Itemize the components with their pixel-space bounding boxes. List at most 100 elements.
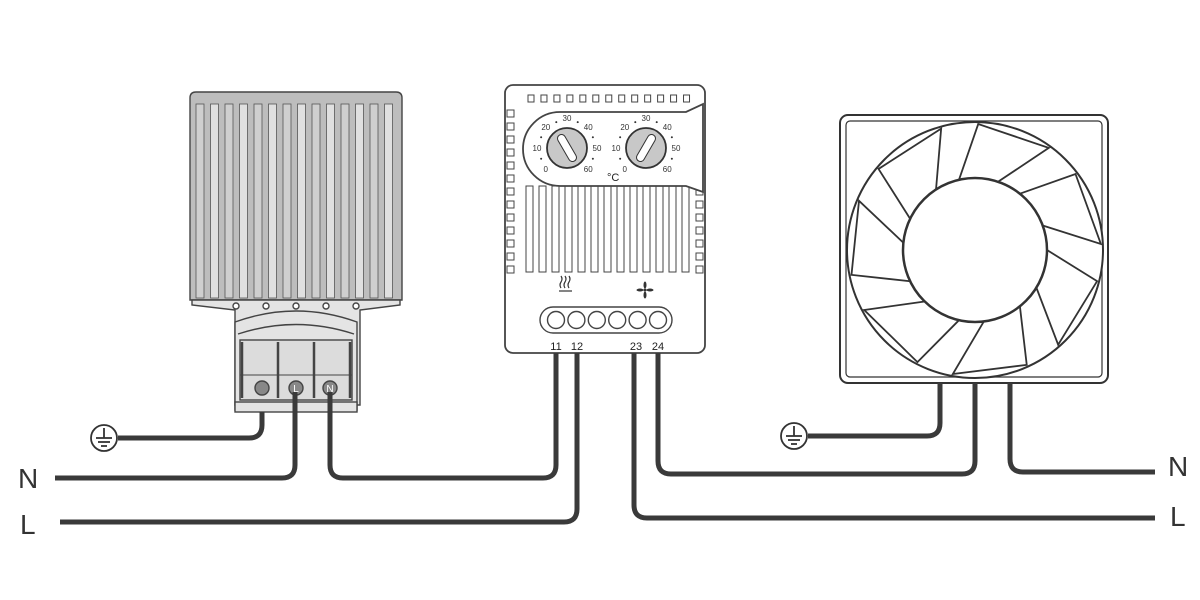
vent-top xyxy=(553,94,561,103)
dial-tick xyxy=(655,121,658,124)
vent-side xyxy=(695,265,704,274)
heater-mount-holes xyxy=(232,302,360,310)
vent-slot xyxy=(538,185,547,273)
vent-top xyxy=(670,94,678,103)
dial-tick-label: 20 xyxy=(541,123,550,132)
dial-tick xyxy=(540,157,543,160)
neutral-supply-wire xyxy=(55,392,298,481)
wires xyxy=(55,353,1155,525)
dial-tick xyxy=(619,136,622,139)
fin xyxy=(340,103,350,299)
vent-side xyxy=(506,187,515,196)
right-neutral-label: N xyxy=(1168,451,1188,482)
terminal-hole xyxy=(628,310,647,330)
dial-tick-label: 50 xyxy=(593,144,602,153)
fin xyxy=(268,103,277,299)
vent-side xyxy=(506,135,515,144)
dial-tick-label: 60 xyxy=(584,165,593,174)
fin xyxy=(195,103,205,299)
fin xyxy=(253,103,263,299)
dial-tick-label: 10 xyxy=(533,144,542,153)
vent-top xyxy=(631,94,639,103)
dial-tick-label: 10 xyxy=(612,144,621,153)
vent-side xyxy=(695,200,704,209)
vent-side xyxy=(506,109,515,118)
vent-slot xyxy=(629,185,638,273)
vent-side xyxy=(506,174,515,183)
fan-blade xyxy=(877,126,943,220)
fin xyxy=(326,103,335,299)
fan-blade xyxy=(862,300,960,364)
vent-slot xyxy=(564,185,573,273)
dial-tick-label: 40 xyxy=(584,123,593,132)
terminal-24: 24 xyxy=(652,341,664,353)
vent-side xyxy=(506,226,515,235)
fan-blade xyxy=(1035,249,1099,347)
fan-blade xyxy=(958,122,1051,183)
fin xyxy=(384,103,393,299)
heating-dial[interactable] xyxy=(546,127,588,169)
terminal-hole xyxy=(567,310,586,330)
fin xyxy=(239,103,248,299)
fan-icon xyxy=(636,281,654,299)
terminal-hole xyxy=(608,310,627,330)
live-glyph: L xyxy=(293,384,299,395)
dial-tick-label: 20 xyxy=(620,123,629,132)
fan-blade xyxy=(1019,172,1103,246)
terminal-hole xyxy=(546,310,566,330)
dial-tick-label: 30 xyxy=(563,114,572,123)
dial-tick-label: 40 xyxy=(663,123,672,132)
fan-dial[interactable] xyxy=(625,127,667,169)
left-live-label: L xyxy=(20,509,36,540)
thermostat-24-fan-wire xyxy=(655,353,978,477)
fin xyxy=(355,103,364,299)
right-live-label: L xyxy=(1170,501,1186,532)
vent-side xyxy=(506,200,515,209)
vent-slot xyxy=(603,185,612,273)
heater-earth-wire xyxy=(118,412,265,441)
terminal-11: 11 xyxy=(550,341,561,353)
terminal-23: 23 xyxy=(630,341,642,353)
vent-slot xyxy=(551,185,560,273)
dial-tick xyxy=(591,157,594,160)
dial-tick xyxy=(591,136,594,139)
fin xyxy=(210,103,219,299)
terminal-hole xyxy=(587,310,606,330)
vent-top xyxy=(644,94,652,103)
vent-top xyxy=(683,94,691,103)
vent-top xyxy=(566,94,574,103)
thermostat-23-live-wire xyxy=(631,353,1155,521)
vent-top xyxy=(540,94,548,103)
dial-tick-label: 30 xyxy=(642,114,651,123)
vent-side xyxy=(695,213,704,222)
heater-fins xyxy=(195,103,393,299)
live-supply-wire xyxy=(60,353,580,525)
thermostat-vents xyxy=(506,94,704,274)
terminal-12: 12 xyxy=(571,341,583,353)
thermostat-terminals xyxy=(546,310,668,330)
heater: L N xyxy=(189,91,403,413)
dial-tick xyxy=(619,157,622,160)
vent-side xyxy=(506,161,515,170)
fin xyxy=(297,103,306,299)
terminal-hole xyxy=(648,310,668,330)
vent-slot xyxy=(655,185,664,273)
vent-slot xyxy=(681,185,690,273)
vent-side xyxy=(506,265,515,274)
vent-side xyxy=(506,252,515,261)
vent-slot xyxy=(525,185,534,273)
unit-label: °C xyxy=(607,172,619,184)
vent-slot xyxy=(590,185,599,273)
dial-tick xyxy=(576,121,579,124)
neutral-glyph: N xyxy=(326,384,333,395)
earth-terminal xyxy=(254,380,270,396)
dial-tick xyxy=(555,121,558,124)
dial-tick-label: 50 xyxy=(672,144,681,153)
vent-slot xyxy=(642,185,651,273)
vent-top xyxy=(527,94,535,103)
vent-top xyxy=(657,94,665,103)
vent-slot xyxy=(668,185,677,273)
vent-top xyxy=(618,94,626,103)
